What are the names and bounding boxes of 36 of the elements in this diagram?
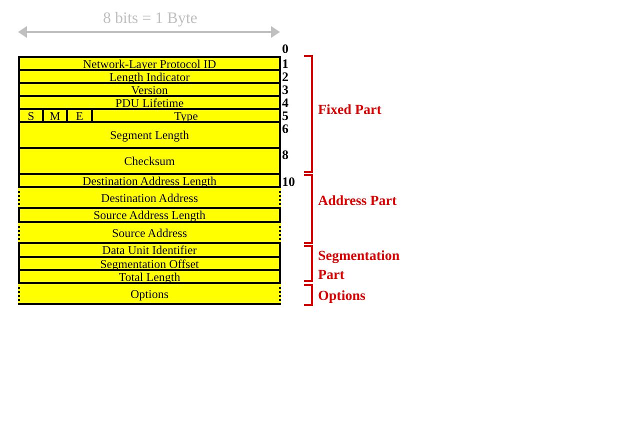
field-name: S bbox=[28, 110, 34, 122]
field-name: Options bbox=[130, 288, 168, 300]
octet-number: 5 bbox=[282, 108, 288, 124]
field-name: Destination Address Length bbox=[82, 174, 216, 186]
field-name: Network-Layer Protocol ID bbox=[82, 58, 216, 70]
section-label: Fixed Part bbox=[318, 102, 382, 120]
field-name: Length Indicator bbox=[109, 70, 190, 82]
field-name: Segmentation Offset bbox=[100, 258, 199, 270]
field-name: Version bbox=[131, 84, 168, 96]
octet-number: 6 bbox=[282, 121, 288, 137]
octet-number: 0 bbox=[282, 41, 288, 57]
octet-number: 4 bbox=[282, 95, 288, 111]
field-name: Total Length bbox=[118, 270, 180, 282]
field-name: Data Unit Identifier bbox=[102, 244, 197, 256]
field-name: PDU Lifetime bbox=[115, 96, 184, 108]
field-cell bbox=[18, 147, 281, 175]
field-cell bbox=[18, 121, 281, 149]
field-cell bbox=[18, 186, 281, 209]
octet-number: 3 bbox=[282, 82, 288, 98]
field-name: Source Address bbox=[112, 226, 187, 238]
dimension-label: 8 bits = 1 Byte bbox=[103, 10, 198, 28]
field-name: M bbox=[50, 110, 60, 122]
octet-number: 8 bbox=[282, 147, 288, 163]
octet-number: 2 bbox=[282, 69, 288, 85]
section-label: Address Part bbox=[318, 193, 398, 211]
octet-number: 10 bbox=[282, 174, 295, 190]
field-name: Checksum bbox=[124, 155, 175, 167]
field-cell bbox=[18, 282, 281, 305]
field-name: Destination Address bbox=[101, 192, 198, 204]
field-cell bbox=[18, 221, 281, 244]
section-label: Options bbox=[318, 288, 366, 306]
octet-number: 1 bbox=[282, 56, 288, 72]
field-name: Source Address Length bbox=[94, 209, 206, 221]
field-name: Segment Length bbox=[110, 129, 189, 141]
field-name: E bbox=[76, 110, 84, 122]
section-label: Segmentation Part bbox=[318, 248, 401, 285]
